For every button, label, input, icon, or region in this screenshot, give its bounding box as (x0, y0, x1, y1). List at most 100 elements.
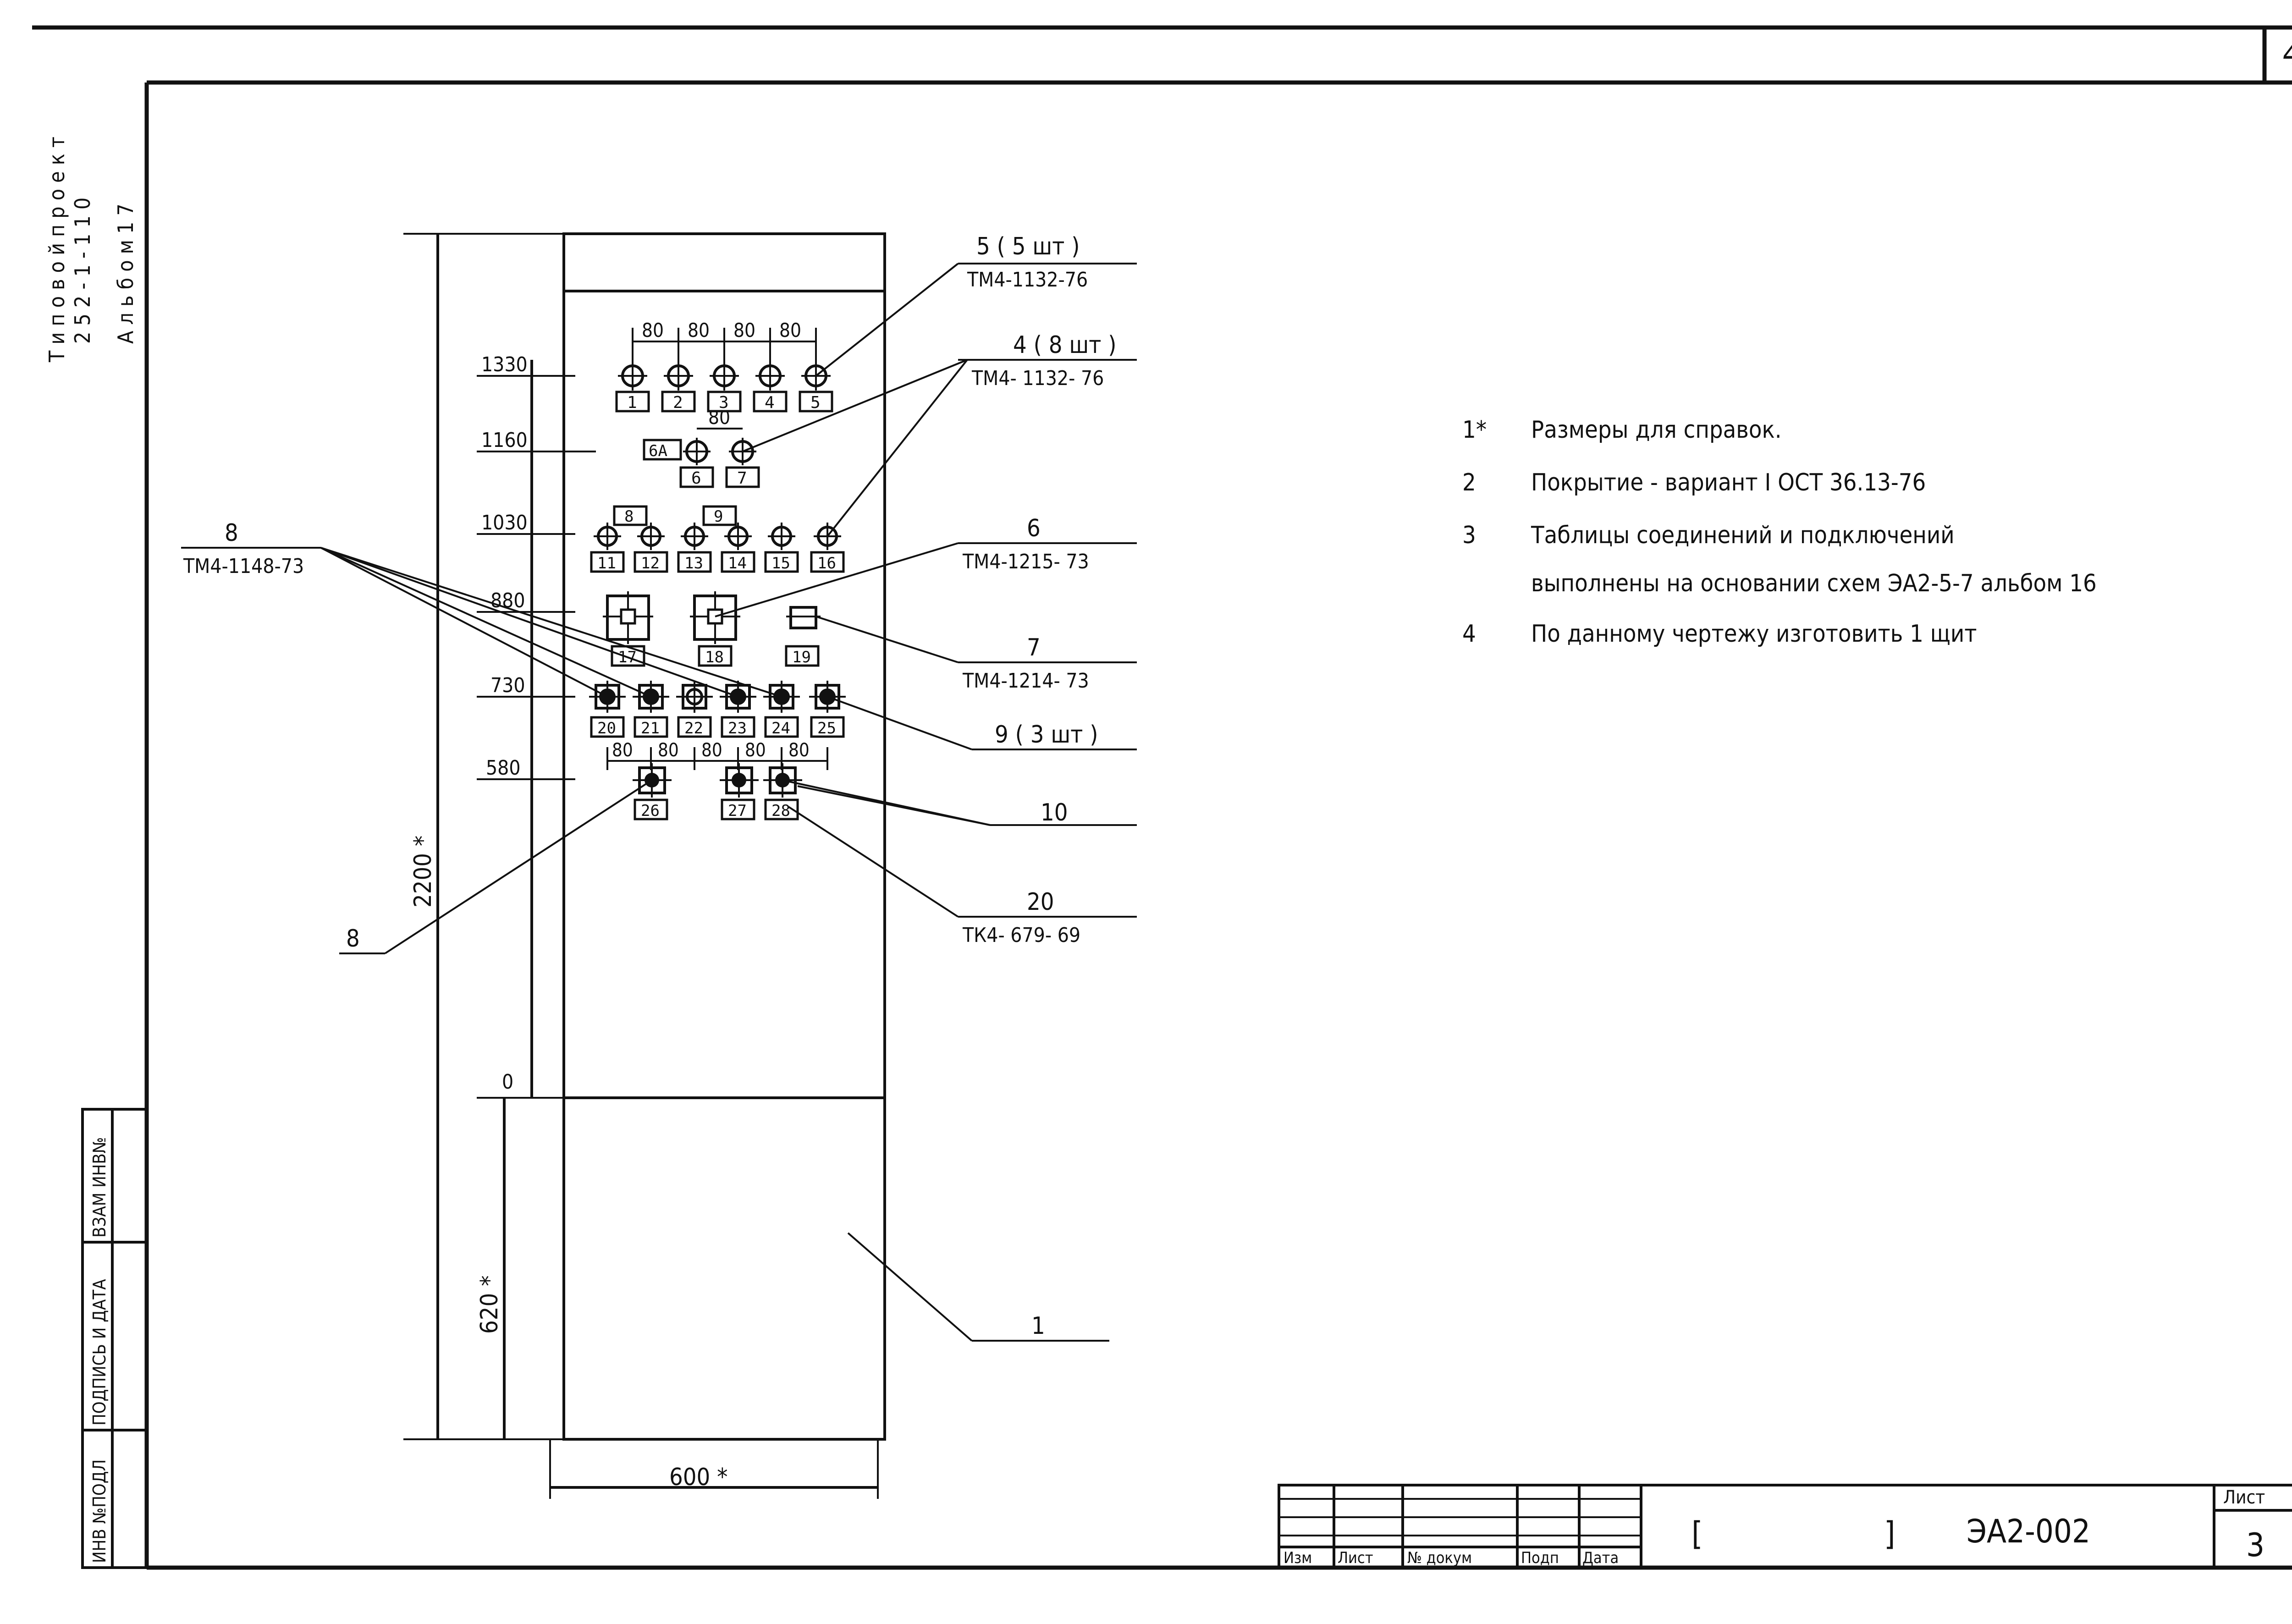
spacing-label-6: 80 (612, 740, 633, 761)
note-2-num: 2 (1462, 469, 1476, 496)
spacing-label-1: 80 (642, 319, 664, 341)
device-label-6a: 6А (649, 442, 667, 460)
device-label-12: 12 (641, 554, 660, 573)
labels-row-1330 (615, 391, 833, 413)
side-title-line2: 2 5 2 - 1 - 1 1 0 (70, 198, 95, 344)
tb-designation: ЭА2-002 (1967, 1513, 2090, 1550)
callout-6-ref: ТМ4-1215- 73 (962, 550, 1089, 573)
callout-8-pos: 8 (225, 519, 238, 547)
lamp-6 (683, 438, 711, 465)
switches-row-880 (603, 591, 821, 667)
side-title-line3: А л ь б о м 1 7 (113, 204, 138, 344)
side-stamp: ИНВ №ПОДЛ ПОДПИСЬ И ДАТА ВЗАМ ИНВ№ (81, 1108, 148, 1569)
height-base-label: 620 * (476, 1275, 503, 1334)
title-block (1278, 1484, 2292, 1569)
elev-0: 0 (502, 1070, 513, 1094)
tb-header-date: Дата (1582, 1549, 1619, 1567)
leader-lines (181, 263, 1137, 1342)
lamps-row-1330 (618, 361, 831, 391)
spacing-label-3: 80 (733, 319, 755, 341)
lamp-2 (664, 361, 693, 391)
lamp-1 (618, 361, 647, 391)
lamp-4 (755, 361, 785, 391)
elev-730: 730 (490, 674, 525, 697)
spacing-label-9: 80 (745, 740, 766, 761)
elev-1330: 1330 (481, 353, 528, 376)
side-title: Т и п о в о й п р о е к т 2 5 2 - 1 - 1 … (44, 137, 138, 363)
device-label-1: 1 (627, 393, 637, 412)
buttons-row-580 (633, 763, 802, 820)
device-label-18: 18 (705, 648, 724, 666)
spacing-label-2: 80 (688, 319, 710, 341)
side-title-line1: Т и п о в о й п р о е к т (44, 137, 69, 363)
spacing-label-8: 80 (701, 740, 722, 761)
device-label-13: 13 (684, 554, 703, 573)
device-label-9: 9 (714, 507, 723, 526)
device-label-21: 21 (641, 719, 660, 738)
stamp-cell-inv: ИНВ №ПОДЛ (89, 1459, 110, 1563)
tb-header-izm: Изм (1284, 1549, 1312, 1567)
notes-block: 1* Размеры для справок. 2 Покрытие - вар… (1462, 416, 2097, 648)
callout-8-ref: ТМ4-1148-73 (183, 555, 304, 578)
device-label-25: 25 (817, 719, 836, 738)
spacing-label-7: 80 (658, 740, 679, 761)
stamp-cell-vzam: ВЗАМ ИНВ№ (89, 1137, 110, 1238)
device-label-27: 27 (728, 802, 747, 820)
device-label-5: 5 (810, 393, 821, 412)
callout-6-pos: 6 (1027, 515, 1041, 542)
note-1-text: Размеры для справок. (1531, 416, 1782, 444)
device-label-19: 19 (792, 648, 811, 666)
tb-header-doc: № докум (1407, 1549, 1472, 1567)
callout-7-pos: 7 (1027, 634, 1041, 661)
device-label-3: 3 (719, 393, 729, 412)
elevation-marks (477, 375, 596, 1099)
device-label-15: 15 (771, 554, 790, 573)
elev-580: 580 (486, 756, 521, 780)
callout-1-pos: 1 (1031, 1312, 1045, 1340)
callout-5-pos: 5 ( 5 шт ) (976, 233, 1080, 260)
device-label-28: 28 (771, 802, 790, 820)
tb-bracket-right: ] (1884, 1515, 1895, 1552)
tb-header-sign: Подп (1521, 1549, 1559, 1567)
device-label-4: 4 (765, 393, 775, 412)
callout-4-ref: ТМ4- 1132- 76 (971, 367, 1104, 390)
device-label-7: 7 (737, 469, 747, 488)
tb-header-list: Лист (1338, 1549, 1373, 1567)
lamp-3 (710, 361, 739, 391)
note-3-cont: выполнены на основании схем ЭА2-5-7 альб… (1531, 570, 2097, 597)
callout-5-ref: ТМ4-1132-76 (967, 268, 1088, 292)
note-3-text: Таблицы соединений и подключений (1531, 522, 1955, 549)
width-label: 600 * (669, 1464, 728, 1491)
buttons-row-730 (589, 681, 846, 738)
spacing-dims-top (632, 328, 817, 429)
device-label-26: 26 (641, 802, 660, 820)
callout-9-pos: 9 ( 3 шт ) (995, 721, 1098, 749)
callout-8b-pos: 8 (346, 925, 360, 952)
spacing-label-4: 80 (779, 319, 801, 341)
tb-sheet-number: 3 (2246, 1526, 2264, 1564)
note-4-num: 4 (1462, 620, 1476, 648)
note-4-text: По данному чертежу изготовить 1 щит (1531, 620, 1977, 648)
sheet-frame (32, 25, 2292, 1570)
tb-sheet-label: Лист (2223, 1487, 2265, 1508)
note-2-text: Покрытие - вариант I ОСТ 36.13-76 (1531, 469, 1926, 496)
device-label-23: 23 (728, 719, 747, 738)
callout-20-ref: ТК4- 679- 69 (962, 924, 1080, 947)
callout-7-ref: ТМ4-1214- 73 (962, 669, 1089, 693)
sheet-corner-number: 4 (2283, 34, 2292, 72)
note-1-num: 1* (1462, 416, 1487, 444)
device-label-8: 8 (624, 507, 634, 526)
elev-1030: 1030 (481, 511, 528, 534)
callout-20-pos: 20 (1027, 888, 1054, 916)
device-label-2: 2 (673, 393, 683, 412)
lamps-row-1030 (590, 505, 845, 573)
device-label-20: 20 (597, 719, 616, 738)
device-label-16: 16 (817, 554, 836, 573)
device-label-6: 6 (691, 469, 701, 488)
height-total-label: 2200 * (409, 836, 437, 908)
device-label-22: 22 (684, 719, 703, 738)
note-3-num: 3 (1462, 522, 1476, 549)
elev-1160: 1160 (481, 429, 528, 452)
spacing-label-10: 80 (788, 740, 810, 761)
